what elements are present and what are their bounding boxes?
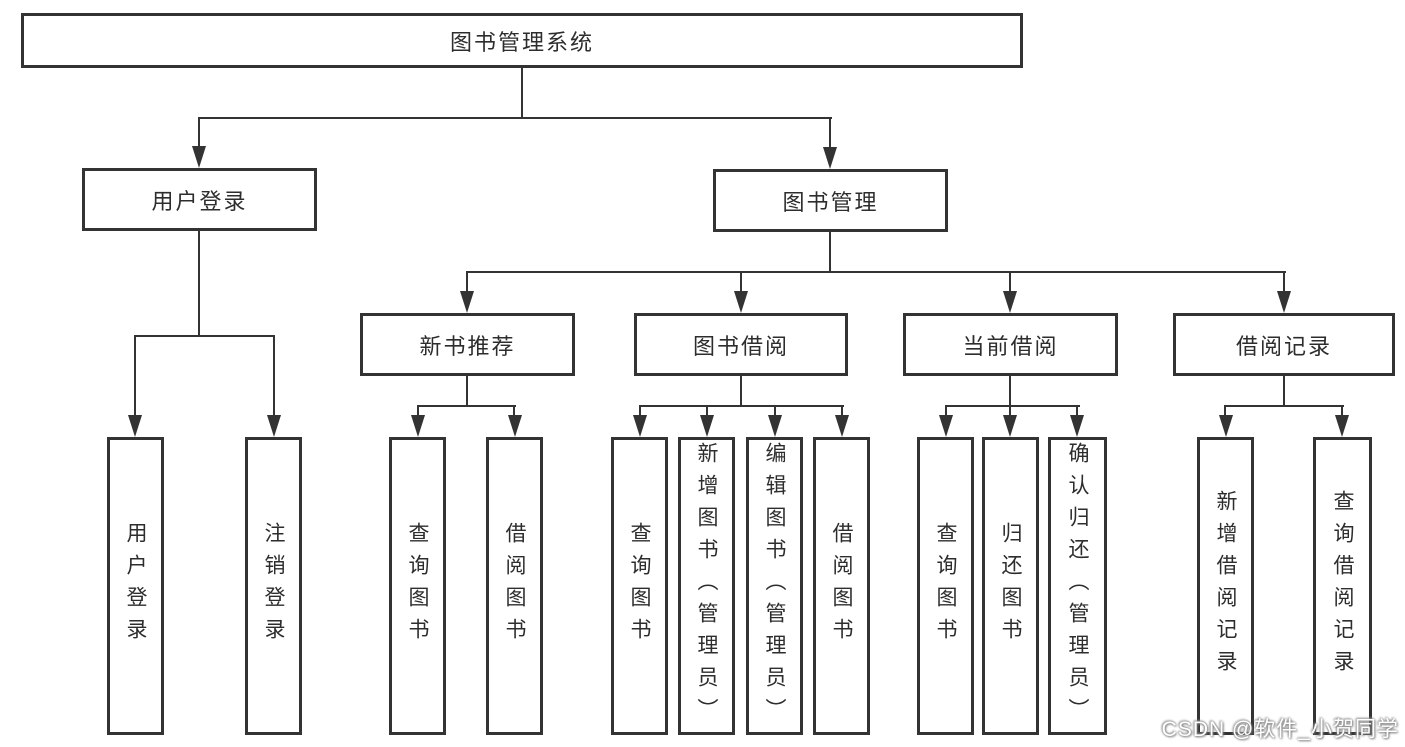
node-user-login-label: 用户登录 xyxy=(151,188,248,214)
connector-line xyxy=(1224,405,1226,420)
arrowhead-down-icon xyxy=(128,415,142,437)
connector-line xyxy=(417,405,516,407)
node-return-books: 归还图书 xyxy=(982,437,1039,735)
connector-line xyxy=(466,271,1286,273)
node-edit-books-admin: 编辑图书（管理员） xyxy=(746,437,803,735)
connector-line xyxy=(198,117,200,150)
node-new-book-recommend-label: 新书推荐 xyxy=(419,333,516,359)
connector-line xyxy=(1224,405,1344,407)
connector-line xyxy=(417,405,419,420)
arrowhead-down-icon xyxy=(1277,291,1291,313)
arrowhead-down-icon xyxy=(1335,415,1349,437)
arrowhead-down-icon xyxy=(411,415,425,437)
connector-line xyxy=(466,271,468,295)
connector-line xyxy=(774,405,776,420)
arrowhead-down-icon xyxy=(823,147,837,169)
connector-line xyxy=(829,117,831,150)
arrowhead-down-icon xyxy=(267,415,281,437)
node-add-borrow-record: 新增借阅记录 xyxy=(1197,437,1254,735)
node-query-borrow-record: 查询借阅记录 xyxy=(1313,437,1372,735)
arrowhead-down-icon xyxy=(768,415,782,437)
node-book-borrow: 图书借阅 xyxy=(634,313,848,376)
node-confirm-return-admin: 确认归还（管理员） xyxy=(1048,437,1107,735)
watermark: CSDN @软件_小贺同学 xyxy=(1161,718,1399,741)
connector-line xyxy=(829,232,831,273)
node-current-borrow-label: 当前借阅 xyxy=(962,333,1059,359)
connector-line xyxy=(273,335,275,419)
node-book-borrow-label: 图书借阅 xyxy=(692,333,789,359)
arrowhead-down-icon xyxy=(192,146,206,168)
node-new-book-recommend: 新书推荐 xyxy=(360,313,575,376)
node-book-management: 图书管理 xyxy=(713,169,948,232)
connector-line xyxy=(1009,405,1011,420)
arrowhead-down-icon xyxy=(939,415,953,437)
arrowhead-down-icon xyxy=(460,291,474,313)
node-book-management-label: 图书管理 xyxy=(782,189,879,215)
arrowhead-down-icon xyxy=(1219,415,1233,437)
arrowhead-down-icon xyxy=(1003,415,1017,437)
connector-line xyxy=(1076,405,1078,420)
connector-line xyxy=(1283,271,1285,295)
connector-line xyxy=(198,231,200,337)
connector-line xyxy=(521,68,523,119)
arrowhead-down-icon xyxy=(1003,291,1017,313)
connector-line xyxy=(740,376,742,407)
connector-line xyxy=(1009,376,1011,407)
arrowhead-down-icon xyxy=(508,415,522,437)
node-borrow-records-label: 借阅记录 xyxy=(1235,333,1332,359)
node-user-login: 用户登录 xyxy=(82,168,317,231)
connector-line xyxy=(1283,376,1285,407)
connector-line xyxy=(639,405,641,420)
node-user-login-leaf: 用户登录 xyxy=(107,437,164,735)
node-root-label: 图书管理系统 xyxy=(449,29,594,55)
node-borrow-records: 借阅记录 xyxy=(1173,313,1395,376)
connector-line xyxy=(134,335,275,337)
connector-line xyxy=(740,271,742,295)
connector-line xyxy=(945,405,947,420)
connector-line xyxy=(1341,405,1343,420)
node-add-books-admin: 新增图书（管理员） xyxy=(678,437,735,735)
node-query-books-borrow: 查询图书 xyxy=(611,437,668,735)
node-borrow-books-recommend: 借阅图书 xyxy=(486,437,543,735)
connector-line xyxy=(706,405,708,420)
connector-line xyxy=(198,117,832,119)
arrowhead-down-icon xyxy=(835,415,849,437)
connector-line xyxy=(134,335,136,419)
arrowhead-down-icon xyxy=(1070,415,1084,437)
node-query-books-recommend: 查询图书 xyxy=(389,437,446,735)
arrowhead-down-icon xyxy=(734,291,748,313)
connector-line xyxy=(513,405,515,420)
arrowhead-down-icon xyxy=(633,415,647,437)
node-borrow-books-leaf: 借阅图书 xyxy=(813,437,870,735)
node-root: 图书管理系统 xyxy=(21,13,1023,68)
connector-line xyxy=(841,405,843,420)
arrowhead-down-icon xyxy=(700,415,714,437)
connector-line xyxy=(639,405,844,407)
node-current-borrow: 当前借阅 xyxy=(903,313,1118,376)
node-logout-leaf: 注销登录 xyxy=(245,437,302,735)
connector-line xyxy=(945,405,1080,407)
connector-line xyxy=(466,376,468,407)
connector-line xyxy=(1009,271,1011,295)
node-query-books-current: 查询图书 xyxy=(917,437,974,735)
